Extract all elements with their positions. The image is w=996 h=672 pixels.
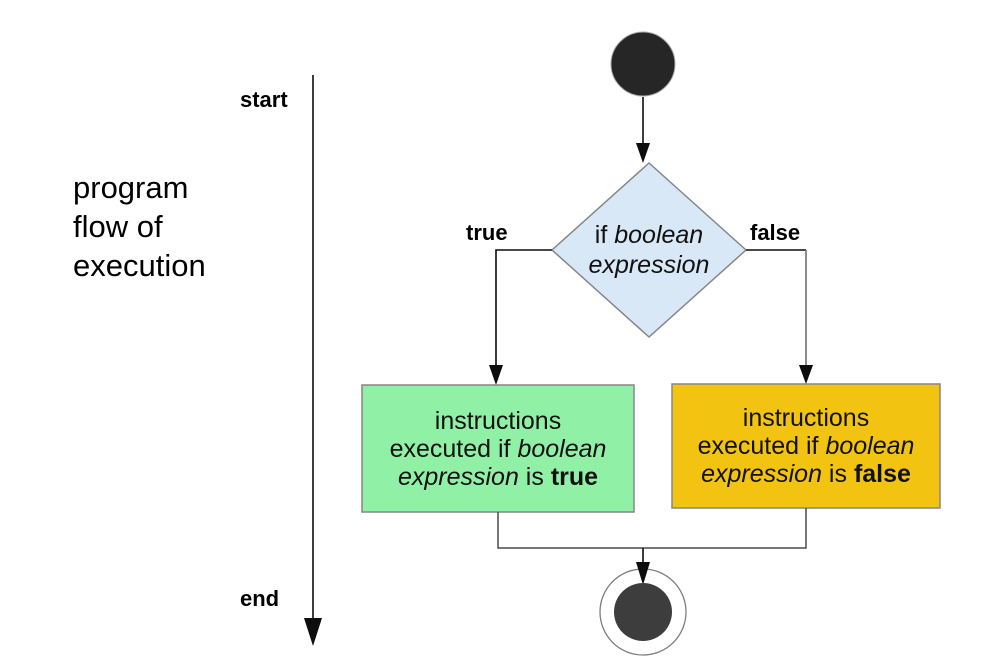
false-box-line-3: expression is false <box>701 460 911 488</box>
start-node <box>610 31 676 97</box>
false-edge-label: false <box>750 220 801 245</box>
end-label: end <box>240 586 280 611</box>
true-box-line-3: expression is true <box>397 462 599 491</box>
true-branch-box <box>361 384 635 513</box>
true-box-line-2: executed if boolean <box>389 434 607 463</box>
arrowhead-start-to-decision-icon <box>636 143 650 163</box>
false-branch-box <box>671 383 941 509</box>
false-box-line-1: instructions <box>742 404 870 432</box>
decision-label: if boolean expression <box>552 163 746 337</box>
false-box-line-2: executed if boolean <box>697 432 915 460</box>
arrowhead-merge-to-end-icon <box>636 562 650 585</box>
decision-label-condition: boolean expression <box>588 221 710 279</box>
decision-diamond <box>550 161 748 339</box>
false-branch-arrowhead-icon <box>799 365 813 384</box>
true-branch-line <box>495 249 552 366</box>
start-label: start <box>240 87 288 112</box>
merge-lines <box>497 508 807 549</box>
true-edge-label: true <box>466 220 508 245</box>
false-branch-box-label: instructions executed if boolean express… <box>672 384 940 508</box>
decision-label-prefix: if <box>594 221 615 249</box>
true-branch-arrowhead-icon <box>489 365 503 385</box>
diagram-caption: program flow of execution <box>73 170 206 283</box>
true-branch-box-label: instructions executed if boolean express… <box>362 385 634 512</box>
end-node <box>614 583 672 641</box>
flow-axis-arrowhead-icon <box>304 618 322 646</box>
true-box-line-1: instructions <box>434 406 562 435</box>
